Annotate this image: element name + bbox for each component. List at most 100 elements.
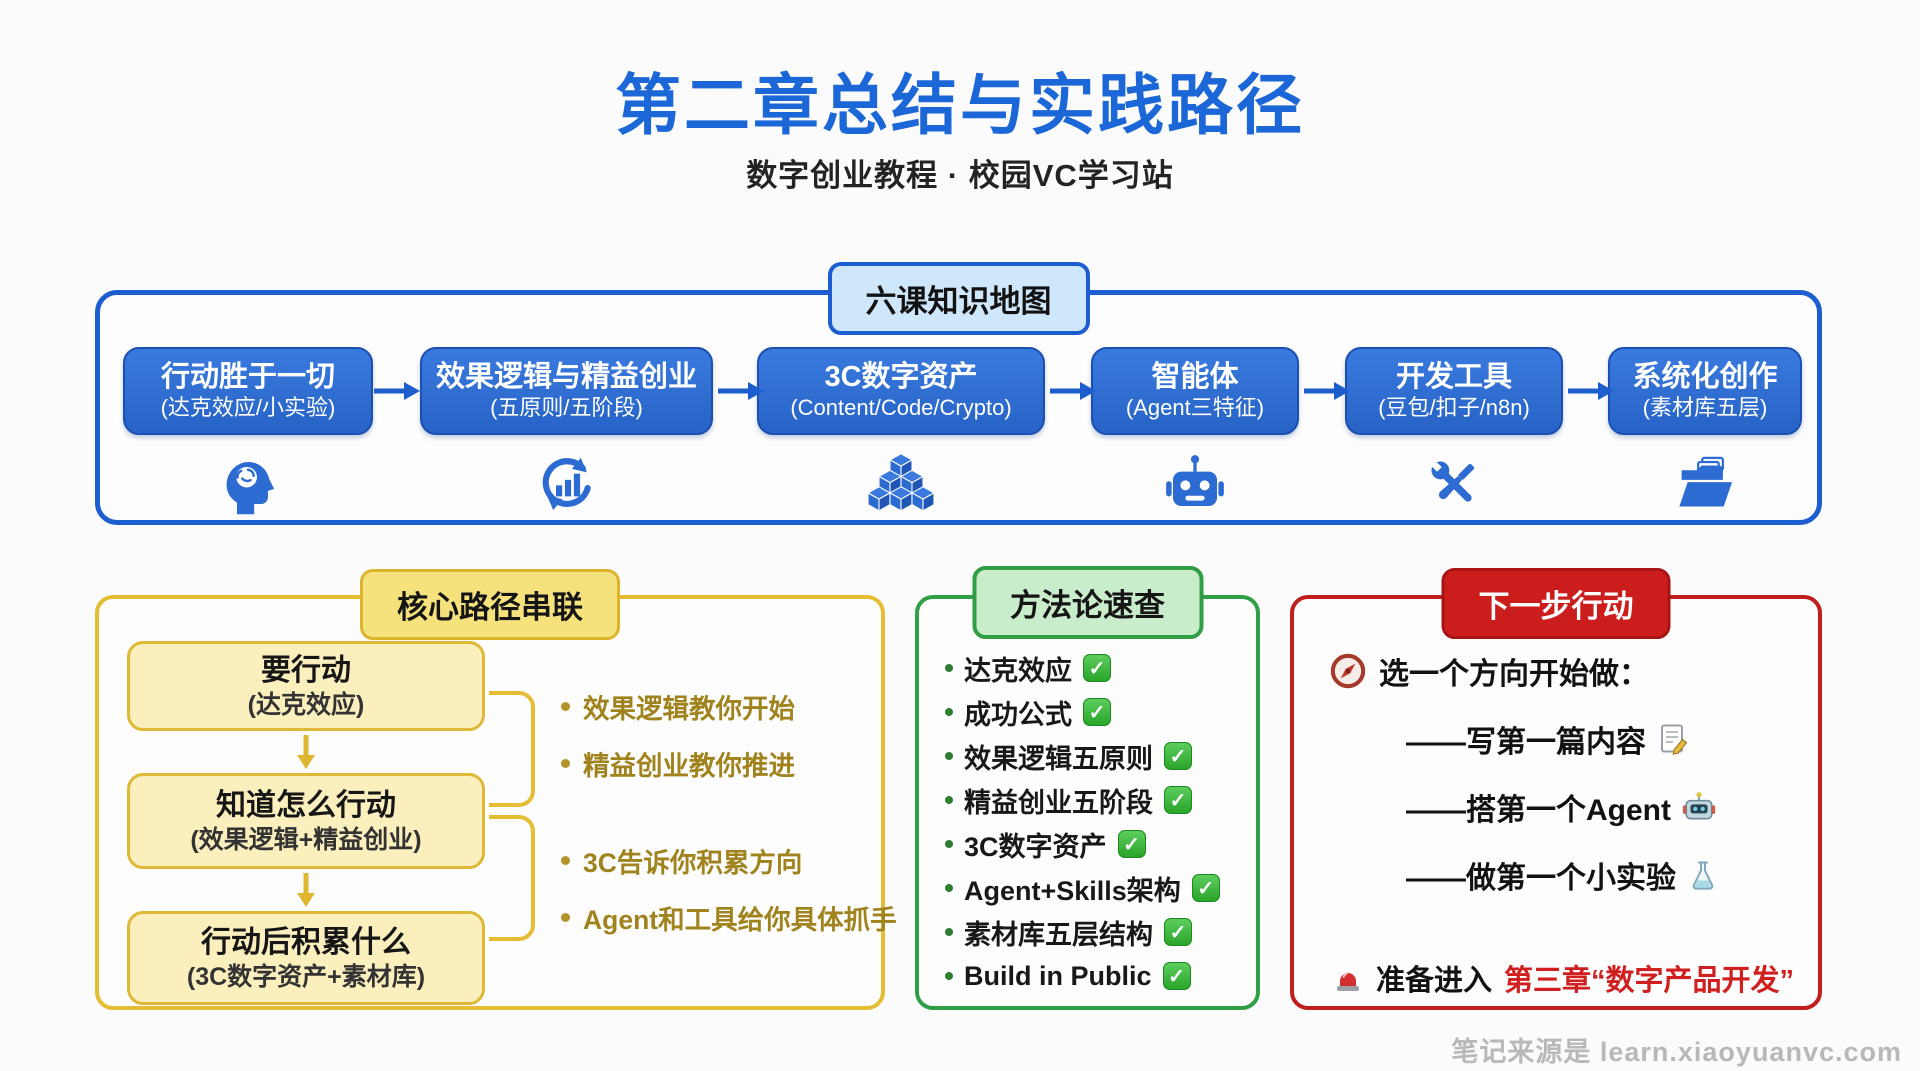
core-path-tab: 核心路径串联 bbox=[360, 569, 620, 640]
bullet-dot-icon bbox=[945, 708, 953, 716]
map-node-subtitle: (五原则/五阶段) bbox=[490, 395, 643, 420]
footer-prefix: 准备进入 bbox=[1376, 965, 1493, 997]
note-item: 效果逻辑教你开始 bbox=[561, 687, 795, 726]
step-title: 要行动 bbox=[261, 653, 351, 687]
map-node-effectuation: 效果逻辑与精益创业 (五原则/五阶段) bbox=[420, 347, 713, 517]
page-subtitle: 数字创业教程 · 校园VC学习站 bbox=[746, 158, 1174, 193]
map-node-box: 智能体 (Agent三特征) bbox=[1091, 347, 1299, 435]
option-text: ——写第一篇内容 bbox=[1406, 726, 1646, 759]
bullet-dot-icon bbox=[945, 664, 953, 672]
item-label: Agent+Skills架构 bbox=[964, 875, 1181, 906]
bullet-dot-icon bbox=[945, 796, 953, 804]
bracket-shape bbox=[489, 815, 535, 941]
bullet-dot-icon bbox=[561, 702, 570, 711]
list-item: Build in Public ✓ bbox=[945, 959, 1256, 993]
list-item: 3C数字资产 ✓ bbox=[945, 827, 1256, 862]
lead-text: 选一个方向开始做： bbox=[1379, 658, 1649, 691]
bullet-dot-icon bbox=[561, 759, 570, 768]
bullet-dot-icon bbox=[561, 856, 570, 865]
option-write-content: ——写第一篇内容 bbox=[1406, 717, 1818, 761]
bullet-dot-icon bbox=[945, 972, 953, 980]
item-label: Build in Public bbox=[964, 960, 1152, 991]
check-icon: ✓ bbox=[1164, 918, 1192, 946]
core-step-act: 要行动 (达克效应) bbox=[127, 641, 485, 731]
option-build-agent: ——搭第一个Agent bbox=[1406, 785, 1818, 829]
map-node-box: 3C数字资产 (Content/Code/Crypto) bbox=[757, 347, 1045, 435]
core-notes-group1: 效果逻辑教你开始 精益创业教你推进 bbox=[561, 687, 795, 783]
methodology-tab: 方法论速查 bbox=[972, 566, 1203, 639]
footer-highlight: 第三章“数字产品开发” bbox=[1504, 965, 1795, 997]
flow-arrow-icon bbox=[374, 382, 420, 400]
item-label: 成功公式 bbox=[964, 699, 1072, 730]
map-node-action: 行动胜于一切 (达克效应/小实验) bbox=[123, 347, 373, 517]
robot-icon bbox=[1166, 455, 1224, 506]
option-text: ——搭第一个Agent bbox=[1406, 794, 1671, 827]
map-node-title: 3C数字资产 bbox=[824, 361, 978, 393]
item-label: 效果逻辑五原则 bbox=[964, 743, 1153, 774]
methodology-list: 达克效应 ✓ 成功公式 ✓ 效果逻辑五原则 ✓ 精益创业五阶段 ✓ 3C数字资产 ✓ Ag… bbox=[919, 599, 1256, 993]
step-subtitle: (效果逻辑+精益创业) bbox=[190, 825, 422, 854]
robot-emoji-icon bbox=[1682, 792, 1716, 820]
core-step-accumulate: 行动后积累什么 (3C数字资产+素材库) bbox=[127, 911, 485, 1005]
compass-icon bbox=[1330, 653, 1366, 689]
cubes-icon bbox=[868, 453, 934, 512]
map-node-subtitle: (豆包/扣子/n8n) bbox=[1378, 395, 1530, 420]
map-node-box: 系统化创作 (素材库五层) bbox=[1608, 347, 1802, 435]
check-icon: ✓ bbox=[1083, 654, 1111, 682]
tools-icon bbox=[1430, 460, 1475, 502]
step-subtitle: (3C数字资产+素材库) bbox=[186, 962, 426, 991]
map-node-title: 行动胜于一切 bbox=[160, 361, 335, 393]
map-node-title: 效果逻辑与精益创业 bbox=[435, 361, 697, 393]
check-icon: ✓ bbox=[1164, 786, 1192, 814]
map-node-subtitle: (素材库五层) bbox=[1642, 395, 1768, 420]
map-node-systematic-creation: 系统化创作 (素材库五层) bbox=[1608, 347, 1802, 517]
map-node-subtitle: (达克效应/小实验) bbox=[160, 395, 336, 420]
knowledge-map-tab: 六课知识地图 bbox=[827, 262, 1090, 335]
map-node-dev-tools: 开发工具 (豆包/扣子/n8n) bbox=[1345, 347, 1563, 517]
down-arrow-icon bbox=[297, 873, 315, 907]
list-item: 达克效应 ✓ bbox=[945, 651, 1256, 686]
next-action-lead: 选一个方向开始做： bbox=[1330, 649, 1818, 693]
methodology-panel: 方法论速查 达克效应 ✓ 成功公式 ✓ 效果逻辑五原则 ✓ 精益创业五阶段 ✓ 3C数字… bbox=[915, 566, 1260, 1010]
list-item: 素材库五层结构✓ bbox=[945, 915, 1256, 950]
brain-head-icon bbox=[226, 462, 275, 515]
knowledge-map-panel: 六课知识地图 行动胜于一切 (达克效应/小实验) 效果逻辑与精益创业 (五原则/… bbox=[95, 262, 1822, 525]
bullet-dot-icon bbox=[945, 884, 953, 892]
map-node-box: 效果逻辑与精益创业 (五原则/五阶段) bbox=[420, 347, 713, 435]
memo-icon bbox=[1661, 724, 1688, 755]
watermark: 笔记来源是 learn.xiaoyuanvc.com bbox=[1451, 1037, 1902, 1067]
option-text: ——做第一个小实验 bbox=[1406, 862, 1676, 895]
step-title: 行动后积累什么 bbox=[201, 925, 411, 959]
map-node-agent: 智能体 (Agent三特征) bbox=[1091, 347, 1299, 517]
page-title: 第二章总结与实践路径 bbox=[615, 68, 1305, 142]
flow-arrow-icon bbox=[1568, 382, 1614, 400]
note-text: Agent和工具给你具体抓手 bbox=[583, 905, 897, 935]
flow-arrow-icon bbox=[1304, 382, 1350, 400]
list-item: Agent+Skills架构 ✓ bbox=[945, 871, 1256, 906]
map-node-title: 系统化创作 bbox=[1632, 361, 1778, 393]
map-node-box: 行动胜于一切 (达克效应/小实验) bbox=[123, 347, 373, 435]
check-icon: ✓ bbox=[1162, 962, 1191, 990]
note-text: 3C告诉你积累方向 bbox=[583, 848, 803, 878]
next-action-panel: 下一步行动 选一个方向开始做： ——写第一篇内容 ——搭第一个Age bbox=[1290, 568, 1822, 1010]
folder-icon bbox=[1677, 456, 1735, 509]
item-label: 达克效应 bbox=[964, 655, 1072, 686]
step-title: 知道怎么行动 bbox=[216, 788, 396, 822]
item-label: 3C数字资产 bbox=[964, 831, 1107, 862]
next-action-body: 选一个方向开始做： ——写第一篇内容 ——搭第一个Agent bbox=[1294, 599, 1818, 999]
map-node-subtitle: (Agent三特征) bbox=[1125, 395, 1265, 420]
option-run-experiment: ——做第一个小实验 bbox=[1406, 853, 1818, 897]
bracket-shape bbox=[489, 691, 535, 807]
map-node-box: 开发工具 (豆包/扣子/n8n) bbox=[1345, 347, 1563, 435]
list-item: 精益创业五阶段 ✓ bbox=[945, 783, 1256, 818]
map-node-subtitle: (Content/Code/Crypto) bbox=[790, 395, 1012, 420]
note-text: 精益创业教你推进 bbox=[583, 751, 795, 781]
item-label: 精益创业五阶段 bbox=[964, 787, 1153, 818]
check-icon: ✓ bbox=[1083, 698, 1111, 726]
check-icon: ✓ bbox=[1191, 874, 1220, 902]
note-item: 精益创业教你推进 bbox=[561, 744, 795, 783]
flask-icon bbox=[1692, 861, 1714, 890]
check-icon: ✓ bbox=[1117, 830, 1146, 858]
flow-arrow-icon bbox=[718, 382, 764, 400]
siren-icon bbox=[1337, 972, 1359, 991]
